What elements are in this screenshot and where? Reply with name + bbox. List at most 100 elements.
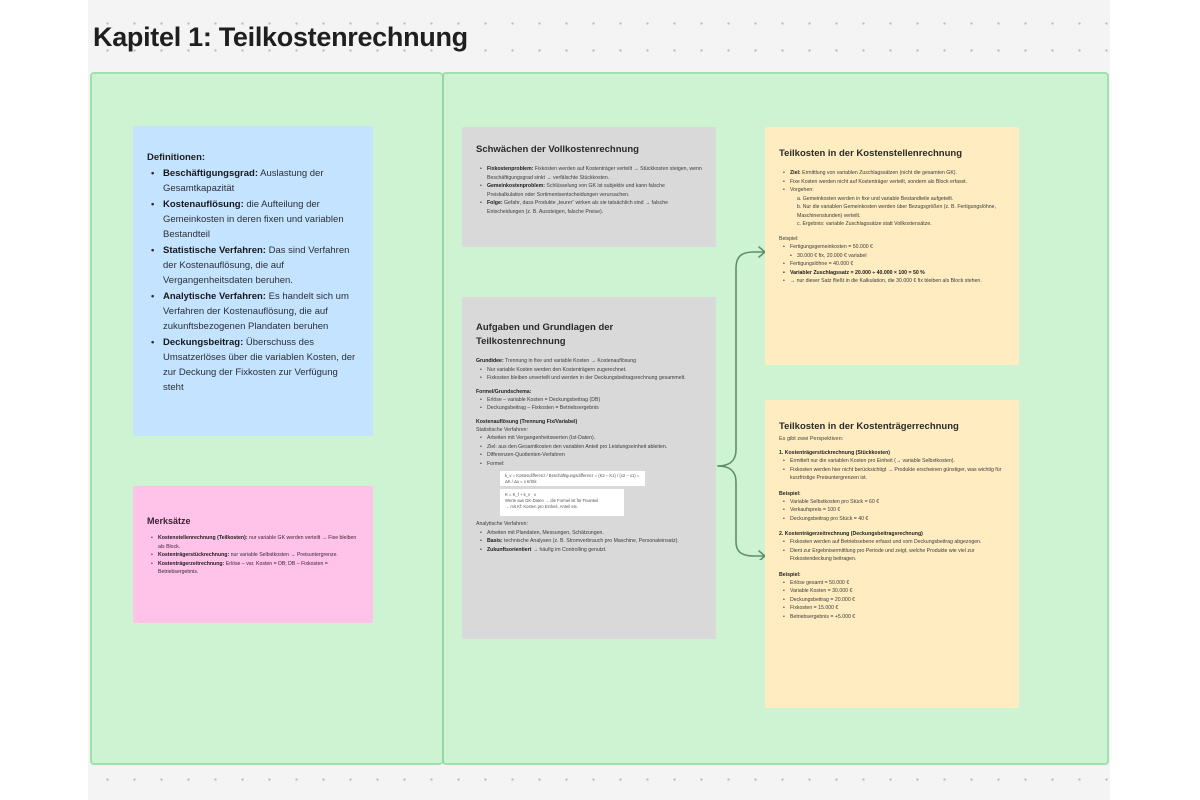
beispiel-item: → nur dieser Satz fließt in die Kalkulat…	[783, 277, 1005, 286]
analytische-label: Analytische Verfahren:	[476, 521, 528, 527]
statistische-list: Arbeiten mit Vergangenheitswerten (Ist-D…	[476, 434, 702, 468]
merksatz-text: nur variable GK werden verteilt → Fixe b…	[158, 535, 357, 550]
kostentraeger-title: Teilkosten in der Kostenträgerrechnung	[779, 421, 959, 432]
formula-note-image[interactable]: K = K_f + k_v · x Werte aus GK-Daten → d…	[500, 489, 624, 516]
analytische-list: Arbeiten mit Plandaten, Messungen, Schät…	[476, 529, 702, 555]
formula-text: k_v = Kostendifferenz / Beschäftigungsdi…	[505, 472, 640, 484]
schwaeche-text: Fixkosten werden auf Kostenträger vertei…	[487, 166, 702, 181]
schwaechen-list: Fixkostenproblem: Fixkosten werden auf K…	[476, 165, 702, 216]
definitions-sticky-note[interactable]: Definitionen: Beschäftigungsgrad: Auslas…	[133, 126, 373, 436]
kostenstellen-text: Vorgehen:	[790, 187, 814, 193]
kostenstellen-text: Fixe Kosten werden nicht auf Kostenträge…	[790, 178, 968, 185]
definition-term: Deckungsbeitrag:	[163, 337, 244, 348]
definition-item: Deckungsbeitrag: Überschuss des Umsatzer…	[151, 335, 359, 395]
beispiel2-item: Deckungsbeitrag = 20.000 €	[783, 596, 1005, 605]
part2-item: Fixkosten werden auf Betriebsebene erfas…	[783, 538, 1005, 547]
vorgehen-step: c. Ergebnis: variable Zuschlagssätze sta…	[797, 221, 932, 227]
formula-note-line: K = K_f + k_v · x	[505, 492, 536, 497]
vorgehen-step: a. Gemeinkosten werden in fixe und varia…	[797, 195, 954, 202]
beispiel2-list: Erlöse gesamt = 50.000 € Variable Kosten…	[779, 579, 1005, 622]
merksatz-text: nur variable Selbstkosten → Preisuntergr…	[229, 552, 338, 558]
merksaetze-sticky-note[interactable]: Merksätze Kostenstellenrechnung (Teilkos…	[133, 486, 373, 623]
curly-brace-connector-icon[interactable]	[714, 240, 770, 560]
beispiel2-item: Erlöse gesamt = 50.000 €	[783, 579, 1005, 588]
definition-item: Statistische Verfahren: Das sind Verfahr…	[151, 243, 359, 288]
analytische-item: Zukunftsorientiert → häufig im Controlli…	[480, 546, 702, 555]
merksatz-term: Kostenträgerstückrechnung:	[158, 552, 230, 558]
merksatz-item: Kostenträgerstückrechnung: nur variable …	[151, 551, 359, 560]
merksatz-term: Kostenstellenrechnung (Teilkosten):	[158, 535, 248, 541]
formel-label: Formel/Grundschema:	[476, 388, 532, 395]
analytische-text: → häufig im Controlling genutzt.	[531, 546, 607, 553]
beispiel1-item: Verkaufspreis = 100 €	[783, 506, 1005, 515]
merksatz-text: Erlöse – var. Kosten = DB; DB – Fixkoste…	[158, 560, 328, 576]
schwaeche-text: Gefahr, dass Produkte „teurer“ wirken al…	[487, 200, 669, 215]
definition-term: Kostenauflösung:	[163, 199, 244, 210]
analytische-term: Basis:	[487, 538, 503, 544]
statistische-label: Statistische Verfahren:	[476, 426, 528, 433]
beispiel1-list: Variable Selbstkosten pro Stück = 60 € V…	[779, 498, 1005, 524]
merksatz-item: Kostenstellenrechnung (Teilkosten): nur …	[151, 534, 359, 551]
analytische-text: Arbeiten mit Plandaten, Messungen, Schät…	[487, 529, 604, 536]
statistische-item: Formel:	[480, 460, 702, 469]
beispiel-item: Variabler Zuschlagssatz = 20.000 ÷ 40.00…	[783, 269, 1005, 278]
grundidee-label: Grundidee:	[476, 358, 504, 364]
schwaeche-text: Schlüsselung von GK ist subjektiv und ka…	[487, 183, 665, 198]
definition-item: Beschäftigungsgrad: Auslastung der Gesam…	[151, 166, 359, 196]
definition-item: Kostenauflösung: die Aufteilung der Geme…	[151, 197, 359, 242]
kostenstellen-text: Ermittlung von variablen Zuschlagssätzen…	[800, 170, 957, 176]
definition-text: Auslastung der Gesamtkapazität	[163, 168, 324, 194]
formel-item: Deckungsbeitrag – Fixkosten = Betriebser…	[480, 404, 702, 413]
grundidee-line: Grundidee: Trennung in fixe und variable…	[476, 357, 702, 366]
kostentraeger-subtitle: Es gibt zwei Perspektiven:	[779, 436, 844, 442]
part2-list: Fixkosten werden auf Betriebsebene erfas…	[779, 538, 1005, 564]
beispiel-item: 30.000 € fix, 20.000 € variabel	[783, 252, 1005, 261]
formula-image[interactable]: k_v = Kostendifferenz / Beschäftigungsdi…	[500, 471, 645, 486]
grundidee-item: Fixkosten bleiben unverteilt und werden …	[480, 374, 702, 383]
beispiel1-label: Beispiel:	[779, 490, 801, 497]
grundidee-list: Nur variable Kosten werden den Kostenträ…	[476, 366, 702, 383]
definition-text: Es handelt sich um Verfahren der Kostena…	[163, 291, 349, 332]
merksatz-item: Kostenträgerzeitrechnung: Erlöse – var. …	[151, 560, 359, 577]
part1-item: Fixkosten werden hier nicht berücksichti…	[783, 466, 1005, 483]
beispiel2-item: Variable Kosten = 30.000 €	[783, 587, 1005, 596]
schwaeche-term: Gemeinkostenproblem:	[487, 183, 545, 189]
schwaechen-title: Schwächen der Vollkostenrechnung	[476, 144, 639, 155]
beispiel-item: Fertigungslöhne = 40.000 €	[783, 260, 1005, 269]
beispiel2-item: Betriebsergebnis = +5.000 €	[783, 613, 1005, 622]
formula-note-line: → mit Kf: Kosten pro Einheit, Anteil etc…	[505, 504, 579, 509]
part1-item: Ermittelt nur die variablen Kosten pro E…	[783, 457, 1005, 466]
beispiel-label: Beispiel:	[779, 235, 799, 242]
part1-list: Ermittelt nur die variablen Kosten pro E…	[779, 457, 1005, 483]
kostenaufloesung-label: Kostenauflösung (Trennung Fix/Variabel)	[476, 418, 578, 425]
definition-text: Das sind Verfahren der Kostenauflösung, …	[163, 245, 350, 286]
definition-item: Analytische Verfahren: Es handelt sich u…	[151, 289, 359, 334]
grundidee-text: Trennung in fixe und variable Kosten → K…	[503, 358, 637, 364]
part2-item: Dient zur Ergebnisermittlung pro Periode…	[783, 547, 1005, 564]
statistische-item: Ziel: aus den Gesamtkosten den variablen…	[480, 443, 702, 452]
beispiel1-item: Deckungsbeitrag pro Stück = 40 €	[783, 515, 1005, 524]
definition-term: Statistische Verfahren:	[163, 245, 266, 256]
formula-note-line: Werte aus GK-Daten → die Formel ist für …	[505, 498, 599, 503]
schwaechen-sticky-note[interactable]: Schwächen der Vollkostenrechnung Fixkost…	[462, 127, 716, 247]
kostenstellen-list: Ziel: Ermittlung von variablen Zuschlags…	[779, 169, 1005, 229]
kostenstellen-item: Ziel: Ermittlung von variablen Zuschlags…	[783, 169, 1005, 178]
beispiel2-label: Beispiel:	[779, 571, 801, 578]
analytische-item: Basis: technische Analysen (z. B. Stromv…	[480, 537, 702, 546]
part2-label: 2. Kostenträgerzeitrechnung (Deckungsbei…	[779, 531, 923, 537]
kostenstellen-title: Teilkosten in der Kostenstellenrechnung	[779, 148, 962, 159]
definition-text: Überschuss des Umsatzerlöses über die va…	[163, 337, 356, 393]
part1-label: 1. Kostenträgerstückrechnung (Stückkoste…	[779, 450, 890, 456]
page-title: Kapitel 1: Teilkostenrechnung	[93, 22, 468, 52]
statistische-item: Arbeiten mit Vergangenheitswerten (Ist-D…	[480, 434, 702, 443]
kostenstellen-sticky-note[interactable]: Teilkosten in der Kostenstellenrechnung …	[765, 127, 1019, 365]
analytische-text: technische Analysen (z. B. Stromverbrauc…	[502, 538, 679, 544]
schwaeche-term: Folge:	[487, 200, 503, 206]
schwaeche-term: Fixkostenproblem:	[487, 166, 534, 172]
formel-list: Erlöse – variable Kosten = Deckungsbeitr…	[476, 396, 702, 413]
beispiel2-item: Fixkosten = 15.000 €	[783, 604, 1005, 613]
kostentraeger-sticky-note[interactable]: Teilkosten in der Kostenträgerrechnung E…	[765, 400, 1019, 708]
statistische-item: Differenzen-Quotienten-Verfahren	[480, 451, 702, 460]
kostenstellen-item: Vorgehen:	[783, 186, 1005, 195]
aufgaben-sticky-note[interactable]: Aufgaben und Grundlagen der Teilkostenre…	[462, 297, 716, 639]
